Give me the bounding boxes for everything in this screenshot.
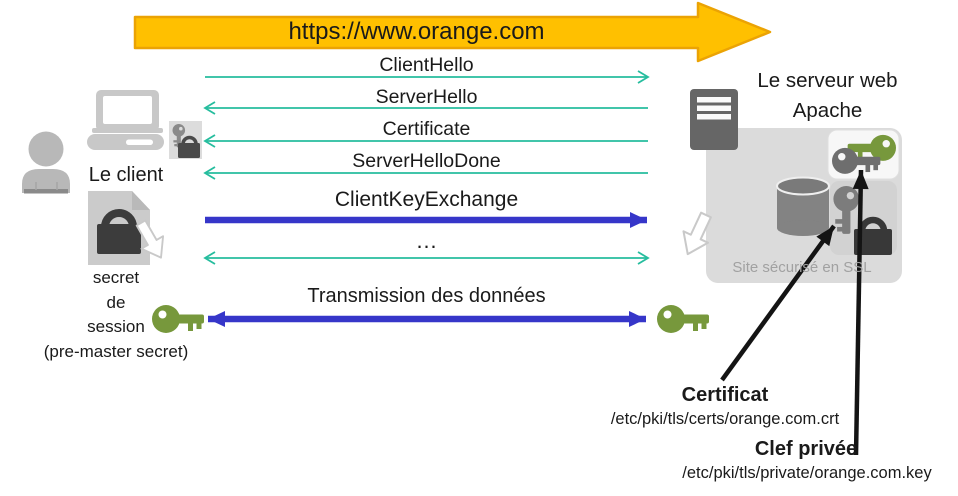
server-hello-label: ServerHello xyxy=(375,86,478,108)
certificate-pointer-arrow xyxy=(720,224,836,382)
server-icon xyxy=(690,89,738,150)
server-hello-done-label: ServerHelloDone xyxy=(352,150,501,172)
green-key-server-icon xyxy=(657,305,709,333)
server-name-line1: Le serveur web xyxy=(757,69,898,92)
server-box-pointer-arrow xyxy=(682,211,712,256)
private-key-pointer-arrow xyxy=(852,169,869,456)
private-key-annotation-label: Clef privée xyxy=(754,438,858,460)
session-secret-line: (pre-master secret) xyxy=(43,341,189,361)
server-keylock-icon xyxy=(830,181,897,255)
ssl-site-caption: Site sécurisé en SSL xyxy=(732,259,872,276)
ellipsis-label: … xyxy=(415,228,438,253)
https-banner-arrow xyxy=(133,1,772,63)
session-secret-line: secret xyxy=(92,268,140,287)
https-url-label: https://www.orange.com xyxy=(288,18,545,45)
client-key-exchange-label: ClientKeyExchange xyxy=(334,188,519,211)
session-secret-line: de xyxy=(106,292,126,312)
laptop-icon xyxy=(87,90,164,150)
client-label: Le client xyxy=(88,164,164,186)
client-secret-pointer-arrow xyxy=(135,219,165,259)
data-transmission-label: Transmission des données xyxy=(307,285,546,307)
session-secret-line: session xyxy=(87,317,145,336)
ssl-keypair-icon xyxy=(827,129,900,180)
client-hello-label: ClientHello xyxy=(379,54,474,76)
person-icon xyxy=(22,131,70,194)
certificate-label: Certificate xyxy=(382,118,471,140)
certificat-path-label: /etc/pki/tls/certs/orange.com.crt xyxy=(610,410,840,428)
client-keylock-icon xyxy=(169,121,202,159)
database-icon xyxy=(776,176,830,236)
private-key-path-label: /etc/pki/tls/private/orange.com.key xyxy=(682,464,932,482)
server-name-line2: Apache xyxy=(792,99,863,122)
green-key-client-icon xyxy=(152,305,204,333)
certificat-annotation-label: Certificat xyxy=(681,384,769,406)
session-secret-document-icon xyxy=(88,191,150,265)
session-secret-caption: secret de session (pre-master secret) xyxy=(33,266,199,364)
